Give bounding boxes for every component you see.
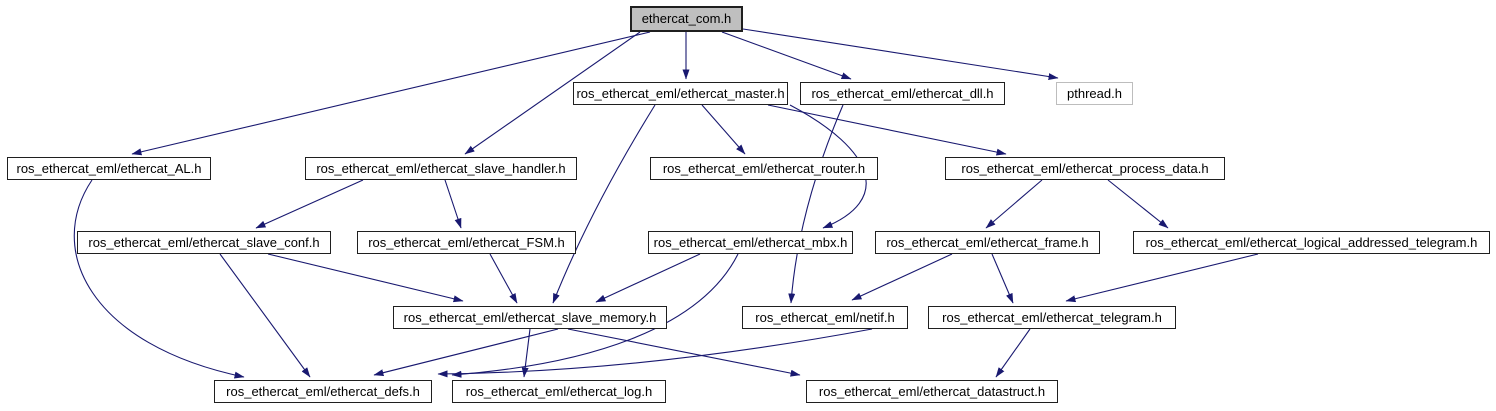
edge-ethercat_com-to-pthread xyxy=(742,28,1059,80)
edge-netif-to-ethercat_defs xyxy=(437,328,873,378)
node-ethercat_datastruct[interactable]: ros_ethercat_eml/ethercat_datastruct.h xyxy=(806,380,1058,403)
node-ethercat_AL[interactable]: ros_ethercat_eml/ethercat_AL.h xyxy=(7,157,211,180)
edge-ethercat_FSM-to-ethercat_slave_memory xyxy=(489,253,518,304)
edge-ethercat_frame-to-netif xyxy=(851,253,953,301)
node-ethercat_master[interactable]: ros_ethercat_eml/ethercat_master.h xyxy=(573,82,788,105)
edge-ethercat_com-to-ethercat_dll xyxy=(721,31,852,80)
node-ethercat_slave_memory[interactable]: ros_ethercat_eml/ethercat_slave_memory.h xyxy=(393,306,667,329)
edge-ethercat_mbx-to-ethercat_defs xyxy=(451,253,739,378)
edge-ethercat_mbx-to-ethercat_slave_memory xyxy=(595,253,701,303)
node-ethercat_mbx[interactable]: ros_ethercat_eml/ethercat_mbx.h xyxy=(648,231,853,254)
node-ethercat_router[interactable]: ros_ethercat_eml/ethercat_router.h xyxy=(650,157,878,180)
edge-ethercat_slave_conf-to-ethercat_defs xyxy=(219,253,311,378)
edge-ethercat_slave_memory-to-ethercat_datastruct xyxy=(567,328,801,377)
node-netif[interactable]: ros_ethercat_eml/netif.h xyxy=(742,306,908,329)
edge-ethercat_slave_memory-to-ethercat_defs xyxy=(373,328,559,377)
node-ethercat_process_data[interactable]: ros_ethercat_eml/ethercat_process_data.h xyxy=(945,157,1225,180)
node-ethercat_FSM[interactable]: ros_ethercat_eml/ethercat_FSM.h xyxy=(357,231,576,254)
edge-ethercat_master-to-ethercat_slave_memory xyxy=(552,104,656,304)
edge-ethercat_master-to-ethercat_process_data xyxy=(767,104,1007,156)
node-ethercat_slave_handler[interactable]: ros_ethercat_eml/ethercat_slave_handler.… xyxy=(305,157,577,180)
edge-ethercat_dll-to-netif xyxy=(788,104,844,304)
node-ethercat_com: ethercat_com.h xyxy=(630,6,743,32)
edge-ethercat_com-to-ethercat_slave_handler xyxy=(464,31,641,155)
node-ethercat_frame[interactable]: ros_ethercat_eml/ethercat_frame.h xyxy=(875,231,1100,254)
edge-ethercat_process_data-to-ethercat_logical_addressed_telegram xyxy=(1107,179,1169,229)
node-ethercat_telegram[interactable]: ros_ethercat_eml/ethercat_telegram.h xyxy=(928,306,1176,329)
edge-ethercat_logical_addressed_telegram-to-ethercat_telegram xyxy=(1065,253,1259,303)
node-pthread: pthread.h xyxy=(1056,82,1133,105)
node-ethercat_logical_addressed_telegram[interactable]: ros_ethercat_eml/ethercat_logical_addres… xyxy=(1133,231,1490,254)
edge-ethercat_master-to-ethercat_router xyxy=(701,104,746,155)
node-ethercat_slave_conf[interactable]: ros_ethercat_eml/ethercat_slave_conf.h xyxy=(77,231,331,254)
edge-ethercat_telegram-to-ethercat_datastruct xyxy=(995,328,1031,378)
edge-ethercat_AL-to-ethercat_defs xyxy=(73,179,245,379)
edge-ethercat_process_data-to-ethercat_frame xyxy=(985,179,1043,229)
edge-ethercat_frame-to-ethercat_telegram xyxy=(991,253,1014,304)
node-ethercat_defs[interactable]: ros_ethercat_eml/ethercat_defs.h xyxy=(214,380,432,403)
node-ethercat_log[interactable]: ros_ethercat_eml/ethercat_log.h xyxy=(452,380,666,403)
edge-ethercat_com-to-ethercat_AL xyxy=(131,31,651,156)
edge-ethercat_slave_conf-to-ethercat_slave_memory xyxy=(267,253,464,303)
node-ethercat_dll[interactable]: ros_ethercat_eml/ethercat_dll.h xyxy=(800,82,1005,105)
edge-ethercat_slave_memory-to-ethercat_log xyxy=(521,328,531,378)
edge-ethercat_slave_handler-to-ethercat_FSM xyxy=(444,179,462,229)
edge-ethercat_slave_handler-to-ethercat_slave_conf xyxy=(255,179,364,229)
